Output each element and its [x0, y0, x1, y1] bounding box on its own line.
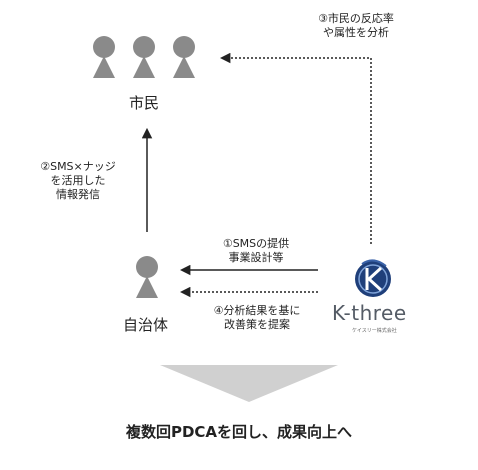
step4-line1: ④分析結果を基に	[213, 304, 301, 317]
step3-label: ③市民の反応率 や属性を分析	[304, 12, 408, 40]
step3-line1: ③市民の反応率	[318, 12, 394, 25]
citizen-person-icon-1	[93, 36, 115, 78]
step4-line2: 改善策を提案	[224, 318, 290, 331]
step2-line1: ②SMS×ナッジ	[40, 160, 116, 173]
step1-line1: ①SMSの提供	[222, 237, 290, 250]
step2-line3: 情報発信	[56, 188, 100, 201]
step2-label: ②SMS×ナッジ を活用した 情報発信	[32, 160, 124, 202]
step2-line2: を活用した	[50, 174, 106, 187]
step1-label: ①SMSの提供 事業設計等	[210, 237, 302, 265]
arrow-step3	[219, 52, 372, 244]
step4-label: ④分析結果を基に 改善策を提案	[204, 304, 310, 332]
citizens-label: 市民	[129, 94, 160, 112]
chevron-down-icon	[160, 365, 338, 402]
citizen-person-icon-3	[173, 36, 195, 78]
k-three-logo-name: K-three	[332, 301, 407, 325]
k-three-logo-subtext: ケイスリー株式会社	[352, 328, 397, 334]
k-three-logo-icon	[355, 259, 391, 297]
citizen-person-icon-2	[133, 36, 155, 78]
government-person-icon	[136, 256, 158, 298]
government-label: 自治体	[123, 316, 169, 334]
footer-title: 複数回PDCAを回し、成果向上へ	[125, 423, 353, 441]
step3-line2: や属性を分析	[323, 26, 389, 39]
step1-line2: 事業設計等	[228, 251, 284, 264]
